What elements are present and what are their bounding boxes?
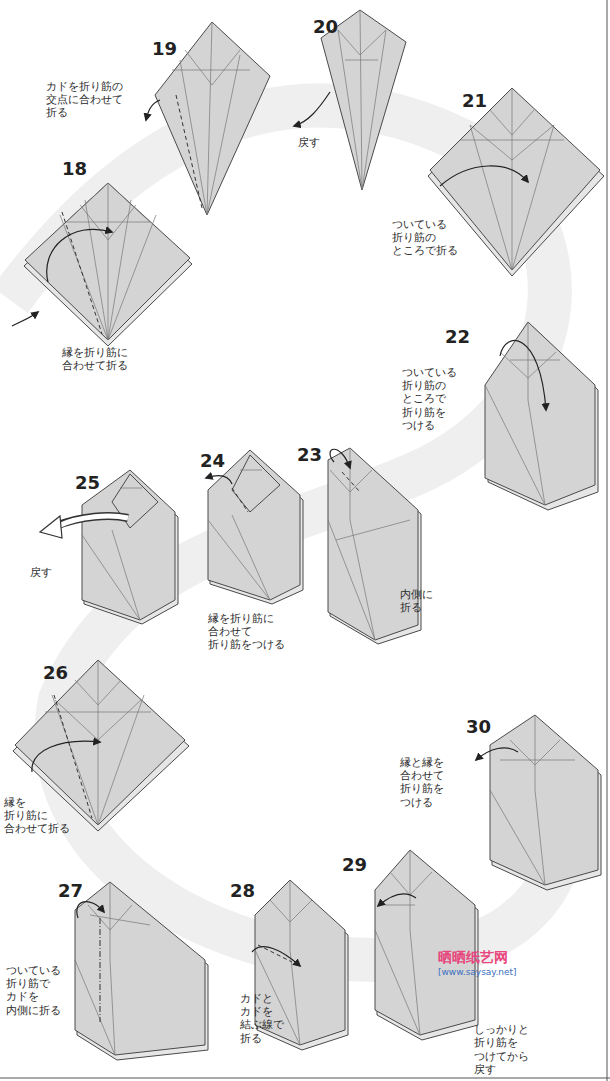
step-19-figure <box>172 22 250 215</box>
step-30-figure <box>476 715 601 890</box>
step-18-figure <box>25 183 190 340</box>
step-28-figure <box>258 945 292 962</box>
step-24-figure <box>232 488 248 512</box>
watermark-url: [www.saysay.net] <box>438 968 517 977</box>
instruction-note: 縁を折り筋に 合わせて折る <box>62 346 128 372</box>
step-number: 18 <box>62 160 87 178</box>
step-number: 26 <box>43 664 68 682</box>
step-25-figure <box>40 470 178 624</box>
instruction-note: 戻す <box>30 566 52 579</box>
step-24-figure <box>232 455 280 512</box>
step-number: 27 <box>58 882 83 900</box>
step-24-figure <box>206 476 232 484</box>
step-22-figure <box>485 322 560 505</box>
step-26-figure <box>54 695 92 818</box>
step-number: 22 <box>445 328 470 346</box>
step-19-figure <box>146 22 270 215</box>
watermark: 晒晒纸艺网 <box>438 950 508 964</box>
step-26-figure <box>15 660 185 825</box>
step-number: 30 <box>466 718 491 736</box>
step-22-figure <box>485 322 595 505</box>
instruction-note: カドを折り筋の 交点に合わせて 折る <box>46 80 123 120</box>
step-22-figure <box>500 341 546 410</box>
step-29-figure <box>375 850 432 1035</box>
step-21-figure <box>430 88 600 270</box>
instruction-note: 縁と縁を 合わせて 折り筋を つける <box>400 756 444 809</box>
step-number: 23 <box>297 446 322 464</box>
step-21-figure <box>440 166 528 186</box>
step-18-figure <box>12 183 192 346</box>
page-frame <box>0 1078 610 1079</box>
step-20-figure <box>338 10 386 190</box>
step-27-figure <box>75 882 150 1055</box>
step-24-figure <box>208 450 300 600</box>
step-27-figure <box>75 882 205 1055</box>
instruction-note: 戻す <box>298 136 320 149</box>
step-number: 28 <box>230 882 255 900</box>
step-25-figure <box>82 488 142 620</box>
instruction-note: ついている 折り筋で カドを 内側に折る <box>6 964 61 1017</box>
step-26-figure <box>13 660 189 831</box>
instruction-note: ついている 折り筋の ところで折る <box>392 218 458 258</box>
step-18-figure <box>60 183 156 340</box>
step-25-figure <box>56 516 128 526</box>
step-25-figure <box>82 470 175 620</box>
step-30-figure <box>476 748 518 760</box>
step-number: 25 <box>75 474 100 492</box>
step-23-figure <box>342 472 360 492</box>
step-29-figure <box>378 894 416 906</box>
step-19-figure <box>176 95 202 208</box>
instruction-note: しっかりと 折り筋を つけてから 戻す <box>474 1023 529 1076</box>
instruction-note: 縁を折り筋に 合わせて 折り筋をつける <box>208 612 285 652</box>
step-23-figure <box>330 449 350 468</box>
step-18-figure <box>47 229 112 282</box>
step-26-figure <box>45 660 151 825</box>
step-30-figure <box>490 715 598 885</box>
step-21-figure <box>460 88 564 270</box>
step-19-figure <box>146 100 160 120</box>
instruction-note: 内側に 折る <box>400 588 433 614</box>
instruction-note: ついている 折り筋の ところで 折り筋を つける <box>402 366 457 432</box>
step-20-figure <box>294 10 406 190</box>
instruction-note: 縁を 折り筋に 合わせて折る <box>4 796 70 836</box>
step-23-figure <box>328 448 410 640</box>
step-24-figure <box>206 450 303 604</box>
step-number: 29 <box>342 856 367 874</box>
step-22-figure <box>485 322 598 510</box>
step-20-figure <box>294 92 330 126</box>
step-25-figure <box>40 516 62 538</box>
step-29-figure <box>375 850 475 1035</box>
step-27-figure <box>75 882 208 1060</box>
step-20-figure <box>321 10 406 190</box>
step-18-figure <box>12 312 38 326</box>
step-number: 24 <box>200 452 225 470</box>
step-29-figure <box>375 850 478 1040</box>
step-26-figure <box>32 741 100 772</box>
page-frame <box>607 0 608 1081</box>
step-24-figure <box>208 470 270 600</box>
step-25-figure <box>58 516 128 526</box>
step-30-figure <box>490 715 575 885</box>
step-27-figure <box>100 918 101 1022</box>
step-number: 20 <box>313 18 338 36</box>
step-27-figure <box>77 902 104 918</box>
step-23-figure <box>328 448 421 644</box>
step-number: 21 <box>462 92 487 110</box>
step-28-figure <box>252 947 300 966</box>
instruction-note: カドと カドを 結ぶ線で 折る <box>240 992 284 1045</box>
step-number: 19 <box>152 40 177 58</box>
